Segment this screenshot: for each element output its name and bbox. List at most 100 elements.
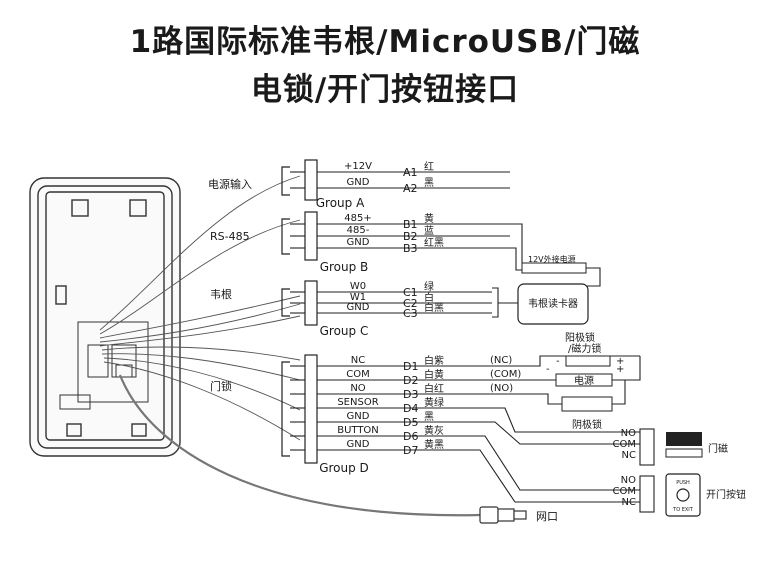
lock-title-2: /磁力锁: [568, 342, 601, 355]
group-c-pins: W0 C1 绿 W1 C2 白 GND C3 白黑: [347, 280, 444, 320]
cathode-lock-box: [561, 396, 613, 412]
exit-button-top-text: PUSH: [676, 480, 690, 486]
pin-code: A2: [403, 182, 418, 195]
wire-color: 白紫: [424, 354, 444, 367]
access-control-device: [29, 177, 181, 457]
pin-code: B3: [403, 242, 418, 255]
wire-color: 黄绿: [424, 396, 444, 409]
pin-label: GND: [347, 302, 370, 313]
network-label: 网口: [536, 510, 558, 523]
terminal-label: NO: [621, 428, 636, 439]
network-cable: [118, 374, 481, 517]
pin-code: D3: [403, 388, 418, 401]
pin-label: +12V: [344, 161, 372, 172]
ext-power-box: [521, 262, 587, 274]
section-rs485: RS-485: [210, 230, 250, 243]
pin-code: D2: [403, 374, 418, 387]
cathode-lock-label: 阴极锁: [572, 418, 602, 431]
pin-code: D7: [403, 444, 418, 457]
pin-code: C3: [403, 307, 418, 320]
wire-note: (NC): [490, 355, 512, 366]
wiegand-reader-label: 韦根读卡器: [528, 297, 578, 310]
pin-code: C2: [403, 297, 418, 310]
wiegand-reader-box: [517, 283, 589, 325]
pin-label: SENSOR: [337, 397, 378, 408]
pin-label: NC: [351, 355, 365, 366]
wire-color: 绿: [424, 280, 434, 293]
pin-label: GND: [347, 177, 370, 188]
network-plug: [479, 506, 527, 524]
terminal-label: COM: [613, 486, 636, 497]
psu-minus: -: [546, 364, 550, 375]
psu-plus: +: [616, 364, 624, 375]
pin-label: GND: [347, 411, 370, 422]
group-b-label: Group B: [320, 260, 369, 274]
pin-code: D5: [403, 416, 418, 429]
title-line-1: 1路国际标准韦根/MicroUSB/门磁: [129, 24, 641, 60]
ext-power-label: 12V外接电源: [528, 254, 576, 264]
pin-code: D4: [403, 402, 418, 415]
sensor-terminal-block: [639, 428, 655, 466]
door-sensor-icon: [666, 432, 702, 446]
pin-code: C1: [403, 286, 418, 299]
pin-code: B2: [403, 230, 418, 243]
group-a-label: Group A: [316, 196, 365, 210]
pin-label: 485-: [347, 225, 370, 236]
button-terminal-block: [639, 475, 655, 513]
psu-label: 电源: [574, 374, 594, 387]
wire-note: (COM): [490, 369, 521, 380]
wire-color: 白黄: [424, 368, 444, 381]
pin-label: W1: [350, 292, 366, 303]
group-d-label: Group D: [319, 461, 369, 475]
lock-plus: +: [616, 356, 624, 367]
terminal-label: NC: [622, 497, 636, 508]
exit-button-bottom-text: TO EXIT: [672, 507, 694, 513]
pin-label: NO: [350, 383, 365, 394]
exit-button-knob: [676, 488, 690, 502]
wire-color: 红黑: [424, 236, 444, 249]
pin-label: GND: [347, 237, 370, 248]
section-power: 电源输入: [208, 177, 252, 191]
section-wiegand: 韦根: [210, 287, 232, 301]
pin-code: D1: [403, 360, 418, 373]
pin-label: W0: [350, 281, 366, 292]
section-lock: 门锁: [210, 379, 232, 393]
terminal-label: NC: [622, 450, 636, 461]
pin-code: B1: [403, 218, 418, 231]
wire-color: 白: [424, 291, 434, 304]
anode-lock-box: [565, 355, 611, 367]
door-sensor-base: [665, 448, 703, 458]
title-line-2: 电锁/开门按钮接口: [250, 72, 520, 108]
connector-brackets: [281, 159, 318, 464]
pin-label: GND: [347, 439, 370, 450]
wire-color: 黄黑: [424, 438, 444, 451]
wire-color: 蓝: [424, 225, 434, 237]
group-d-pins: NC D1 白紫 (NC) COM D2 白黄 (COM) NO D3 白红 (NO) SENSOR D4…: [337, 354, 521, 457]
wire-color: 黄灰: [424, 424, 444, 437]
wires: [317, 171, 641, 503]
group-c-label: Group C: [320, 324, 369, 338]
wire-color: 黑: [424, 177, 434, 189]
device-cable-bundle: [99, 175, 301, 441]
pin-label: COM: [346, 369, 369, 380]
wire-color: 黄: [424, 212, 434, 225]
terminal-label: NO: [621, 475, 636, 486]
lock-minus: -: [556, 356, 560, 367]
terminal-label: COM: [613, 439, 636, 450]
door-sensor-label: 门磁: [708, 442, 728, 455]
group-b-pins: 485+ B1 黄 485- B2 蓝 GND B3 红黑: [344, 212, 444, 255]
exit-button-label: 开门按钮: [706, 488, 746, 501]
pin-label: 485+: [344, 213, 371, 224]
wire-note: (NO): [490, 383, 513, 394]
wire-color: 白黑: [424, 301, 444, 314]
pin-code: A1: [403, 166, 418, 179]
wire-color: 黑: [424, 411, 434, 423]
pin-code: D6: [403, 430, 418, 443]
wire-color: 白红: [424, 382, 444, 395]
pin-label: BUTTON: [337, 425, 379, 436]
psu-box: [555, 373, 613, 387]
lock-title-1: 阳极锁: [565, 331, 595, 344]
